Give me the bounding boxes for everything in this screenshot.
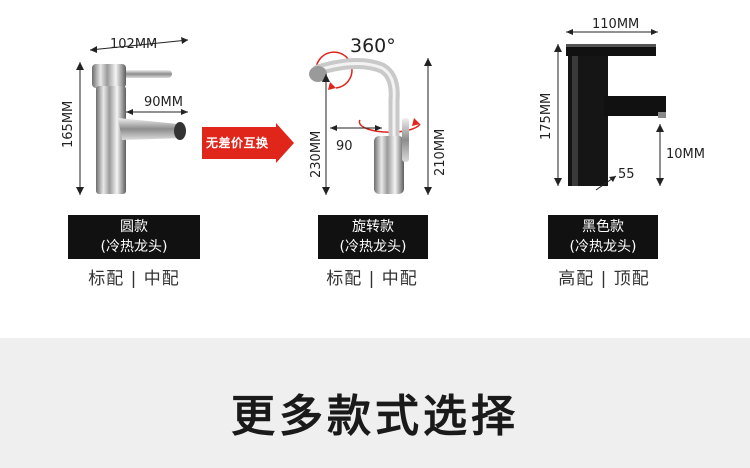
round-width-label: 102MM	[110, 37, 157, 52]
black-config: 高配 | 顶配	[558, 269, 650, 289]
black-subtitle: (冷热龙头)	[569, 239, 637, 255]
black-base-label: 55	[618, 167, 635, 182]
swivel-name: 旋转款	[352, 219, 394, 235]
swivel-subtitle: (冷热龙头)	[339, 239, 407, 255]
black-name: 黑色款	[582, 219, 624, 235]
swivel-height-label: 230MM	[309, 131, 324, 178]
swivel-name-box: 旋转款 (冷热龙头)	[318, 215, 428, 259]
swivel-rotation-label: 360°	[350, 35, 396, 57]
swivel-faucet-illustration: 360° 230MM 90	[278, 0, 478, 210]
black-outlet-label: 10MM	[666, 147, 705, 162]
product-swivel[interactable]: 360° 230MM 90	[278, 0, 478, 340]
exchange-badge: 无差价互换	[202, 123, 294, 163]
footer-banner: 更多款式选择	[0, 338, 750, 468]
black-name-box: 黑色款 (冷热龙头)	[548, 215, 658, 259]
black-width-label: 110MM	[592, 17, 639, 32]
product-round[interactable]: 102MM 165MM 90MM 圆款 (冷热龙头) 标配 | 中配	[38, 0, 238, 340]
round-config: 标配 | 中配	[88, 269, 180, 289]
black-height-label: 175MM	[539, 93, 554, 140]
round-height-label: 165MM	[61, 101, 76, 148]
swivel-spout-label: 90	[336, 139, 353, 154]
round-spout-label: 90MM	[144, 95, 183, 110]
round-name: 圆款	[120, 219, 148, 235]
product-black[interactable]: 110MM 175MM 10MM 55 黑色款	[508, 0, 708, 340]
round-faucet-illustration: 102MM 165MM 90MM	[38, 0, 238, 210]
swivel-config: 标配 | 中配	[326, 269, 418, 289]
footer-title: 更多款式选择	[231, 391, 519, 442]
round-name-box: 圆款 (冷热龙头)	[68, 215, 200, 259]
exchange-badge-label: 无差价互换	[206, 136, 269, 150]
swivel-body-label: 210MM	[433, 129, 448, 176]
black-faucet-illustration: 110MM 175MM 10MM 55	[508, 0, 708, 210]
round-subtitle: (冷热龙头)	[100, 239, 168, 255]
